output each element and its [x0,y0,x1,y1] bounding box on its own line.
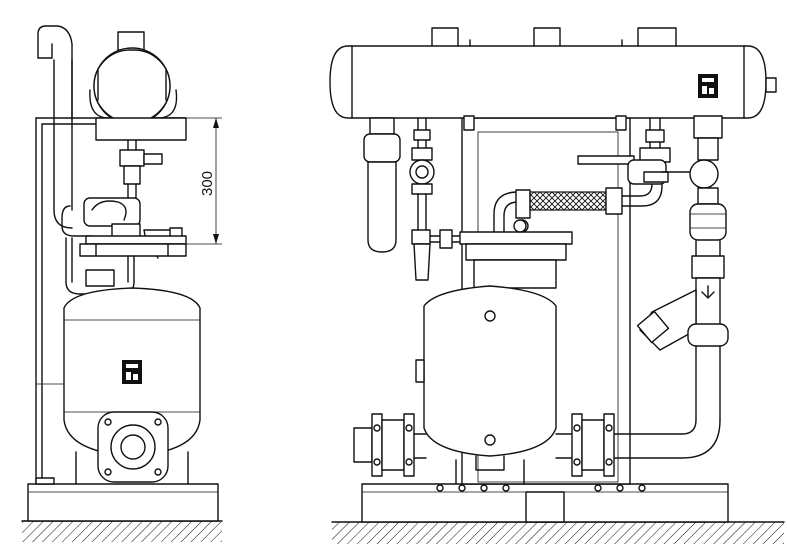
side-top-valve [119,139,163,199]
header-nameplate-icon [698,74,718,98]
side-base-frame [27,483,219,522]
dimension-label: 300 [199,171,216,196]
side-vessel [63,287,201,457]
front-top-fittings [463,115,627,131]
front-anchor-bolts [436,459,646,492]
front-right-riser [661,115,727,279]
front-vessel [415,285,557,471]
front-strainer [529,179,663,215]
side-view: 300 [21,25,223,542]
front-sight-glass-line [409,117,461,281]
side-vessel-legs [35,451,189,485]
dimension-300: 300 [186,117,222,245]
side-ground-hatch [21,520,223,542]
side-piping-cluster [61,197,187,259]
front-ground-hatch [331,521,785,544]
front-vessel-top [459,219,573,289]
front-view [329,27,785,544]
front-inlet-valve [577,117,671,185]
front-base-frame [361,483,729,523]
front-y-strainer [636,277,729,351]
front-left-flanges [353,413,427,477]
side-vent-pipe [37,25,73,229]
front-right-flanges [555,413,615,477]
nameplate-icon [122,360,142,384]
side-header-tank [89,31,187,141]
front-level-gauge [363,117,401,253]
front-outlet-pipe [613,345,721,459]
side-outlet-flange [97,411,169,483]
front-header-tank [329,27,777,119]
